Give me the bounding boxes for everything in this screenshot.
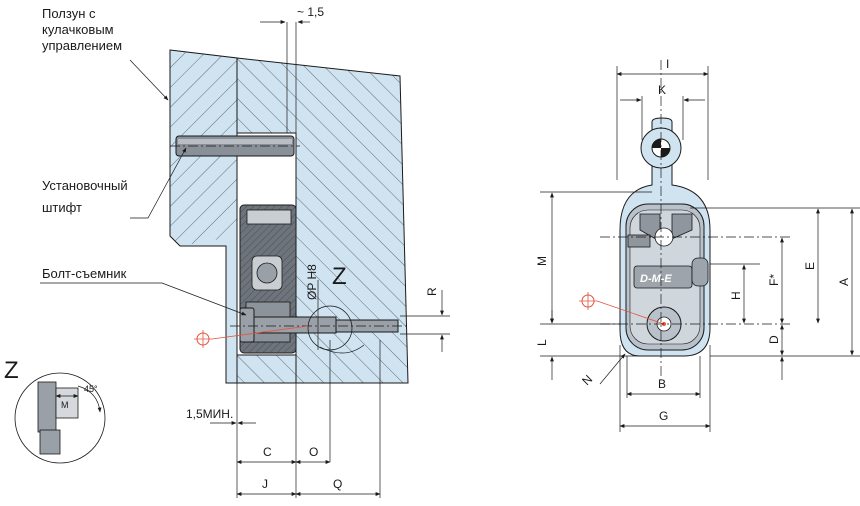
dim-j: J (262, 477, 268, 491)
dim-d: D (767, 335, 781, 344)
dim-g: G (659, 409, 668, 423)
view-z-title: Z (4, 357, 19, 384)
dme-logo: D-M-E (640, 273, 672, 285)
slider-label: Ползун с кулачковым управлением (42, 6, 122, 54)
pin-label: Установочный штифт (42, 178, 128, 216)
thread-label: M (61, 400, 69, 410)
section-view (40, 20, 450, 498)
reference-marker (194, 325, 309, 348)
slider-label-line2: кулачковым (42, 22, 114, 37)
angle-label: 45° (84, 384, 98, 394)
detail-z (14, 372, 106, 464)
dim-n: N (579, 372, 595, 388)
pin-label-line2: штифт (42, 200, 83, 215)
dim-r: R (425, 287, 439, 296)
slider-label-line1: Ползун с (42, 6, 96, 21)
dim-i: I (666, 57, 669, 71)
dim-e: E (803, 262, 817, 270)
min-gap-label: 1,5МИН. (186, 407, 233, 421)
front-view (540, 60, 860, 432)
dim-c: C (263, 445, 272, 459)
pin-label-line1: Установочный (42, 178, 128, 193)
bore-label: ØP H8 (305, 264, 319, 300)
dim-a: A (837, 278, 851, 286)
dim-b: B (658, 377, 666, 391)
dim-q: Q (333, 477, 342, 491)
dim-f: F* (767, 274, 781, 286)
view-z-marker: Z (332, 263, 347, 290)
dim-o: O (309, 445, 318, 459)
dim-h: H (729, 291, 743, 300)
locating-pin (170, 135, 300, 157)
dim-l: L (535, 339, 549, 346)
bolt-label: Болт-съемник (42, 266, 127, 281)
slider-label-line3: управлением (42, 38, 123, 53)
dim-m: M (535, 256, 549, 266)
dim-k: K (658, 83, 666, 97)
gap-label: ~ 1,5 (297, 5, 324, 19)
